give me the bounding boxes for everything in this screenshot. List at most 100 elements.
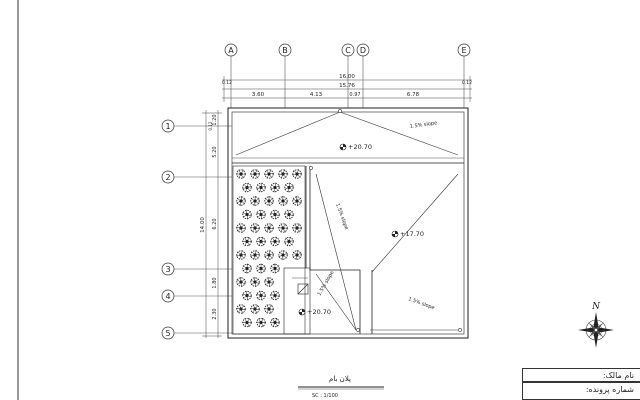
dim-edge-right: 0.12 [462, 80, 472, 86]
shrub-icon [278, 195, 288, 207]
shrub-icon [292, 169, 302, 179]
dim-seg-2: 4.13 [310, 92, 323, 98]
row-bubbles: 1 2 3 4 5 [161, 119, 175, 340]
dim-left-total: 14.00 [200, 217, 206, 233]
shrub-icon [255, 236, 267, 247]
grid-label-2: 2 [165, 173, 170, 182]
shrub-icon [270, 182, 280, 193]
shrub-icon [277, 223, 289, 233]
grid-label-4: 4 [165, 292, 170, 301]
grid-bubble-c: C [341, 43, 355, 57]
green-roof-area [232, 165, 306, 335]
shrub-icon [256, 263, 266, 274]
shrub-icon [270, 290, 280, 301]
shrub-icon [249, 169, 261, 179]
shrub-icon [284, 182, 294, 193]
building-outline [227, 107, 469, 339]
shrub-icon [250, 277, 260, 287]
shrub-icon [269, 317, 281, 328]
shrub-icon [242, 263, 252, 274]
grid-label-1: 1 [165, 122, 170, 131]
grid-label-5: 5 [165, 329, 170, 338]
slope-label-middle: 1.5% slope [317, 270, 336, 297]
horizontal-grid-lines [174, 125, 232, 334]
shrub-icon [264, 223, 274, 233]
shrub-icon [255, 317, 267, 328]
grid-label-a: A [228, 46, 234, 55]
grid-bubble-2: 2 [161, 170, 175, 184]
roof-drains [309, 109, 462, 332]
slope-arrows [235, 111, 459, 331]
grid-bubble-d: D [356, 43, 370, 57]
shrub-icon [256, 182, 266, 193]
shrub-icon [270, 236, 280, 247]
shrub-icon [278, 169, 288, 179]
shrub-icon [236, 250, 246, 260]
title-block-owner: نام مالک: [522, 368, 640, 382]
shrub-icon [236, 276, 246, 288]
level-center: +17.70 [400, 230, 424, 238]
grid-bubble-4: 4 [161, 289, 175, 303]
shrub-icon [292, 195, 302, 207]
shrub-icon [250, 250, 260, 260]
owner-label: نام مالک: [602, 371, 634, 380]
level-marker-upper-right: +20.70 [339, 143, 372, 151]
slope-label-top: 1.5% slope [409, 120, 437, 130]
plan-title: پلان بام [329, 375, 351, 383]
grid-label-e: E [461, 46, 466, 55]
shrub-icon [270, 263, 280, 274]
dim-edge-left: 0.12 [222, 80, 232, 86]
shrub-icon [250, 195, 260, 207]
shrub-icon [236, 223, 246, 233]
plan-scale: SC : 1/100 [312, 393, 338, 399]
dim-left-1: 1.20 [212, 114, 218, 125]
shrub-icon [284, 236, 294, 247]
level-upper-right: +20.70 [348, 143, 372, 151]
level-marker-lower-left: +20.70 [298, 308, 331, 316]
shrub-icon [264, 250, 274, 260]
shrub-icon [256, 209, 266, 220]
shrub-icon [263, 169, 275, 179]
dim-seg-1: 3.60 [252, 92, 265, 98]
shrub-icon [250, 223, 260, 233]
level-lower-left: +20.70 [307, 308, 331, 316]
plant-hatch [236, 169, 303, 328]
level-marker-center: +17.70 [391, 230, 424, 238]
shrub-icon [241, 236, 253, 247]
slope-label-bottom: 1.5% slope [407, 296, 435, 311]
dim-left-3: 6.20 [212, 218, 218, 229]
grid-bubble-5: 5 [161, 326, 175, 340]
shrub-icon [250, 304, 260, 314]
file-number-label: شماره پرونده: [585, 385, 634, 394]
column-bubbles: A B C D E [224, 43, 471, 57]
slope-label-diagonal: 1.5% slope [334, 203, 349, 231]
shrub-icon [270, 209, 280, 220]
shrub-icon [236, 169, 246, 179]
shrub-icon [242, 209, 252, 220]
north-label: N [591, 302, 601, 312]
shrub-icon [278, 250, 288, 260]
grid-bubble-a: A [224, 43, 238, 57]
dim-left-2: 5.20 [212, 146, 218, 157]
grid-label-3: 3 [165, 265, 170, 274]
shrub-icon [241, 317, 253, 328]
grid-bubble-1: 1 [161, 119, 175, 133]
title-block-file-no: شماره پرونده: [522, 382, 640, 400]
shrub-icon [264, 277, 274, 287]
grid-label-d: D [360, 46, 366, 55]
shrub-icon [263, 304, 275, 314]
shrub-icon [292, 250, 302, 260]
dim-left-4: 1.80 [212, 277, 218, 288]
dim-total-outer: 16.00 [339, 74, 355, 80]
shrub-icon [284, 209, 294, 220]
shrub-icon [236, 195, 246, 207]
grid-label-b: B [282, 46, 288, 55]
vertical-grid-lines [230, 56, 465, 108]
north-arrow-icon: N [578, 302, 614, 348]
dim-total-inner: 15.76 [339, 83, 355, 89]
shrub-icon [291, 223, 303, 233]
shrub-icon [242, 290, 252, 301]
dim-left-top: 0.12 [208, 121, 213, 130]
shrub-icon [242, 182, 252, 193]
